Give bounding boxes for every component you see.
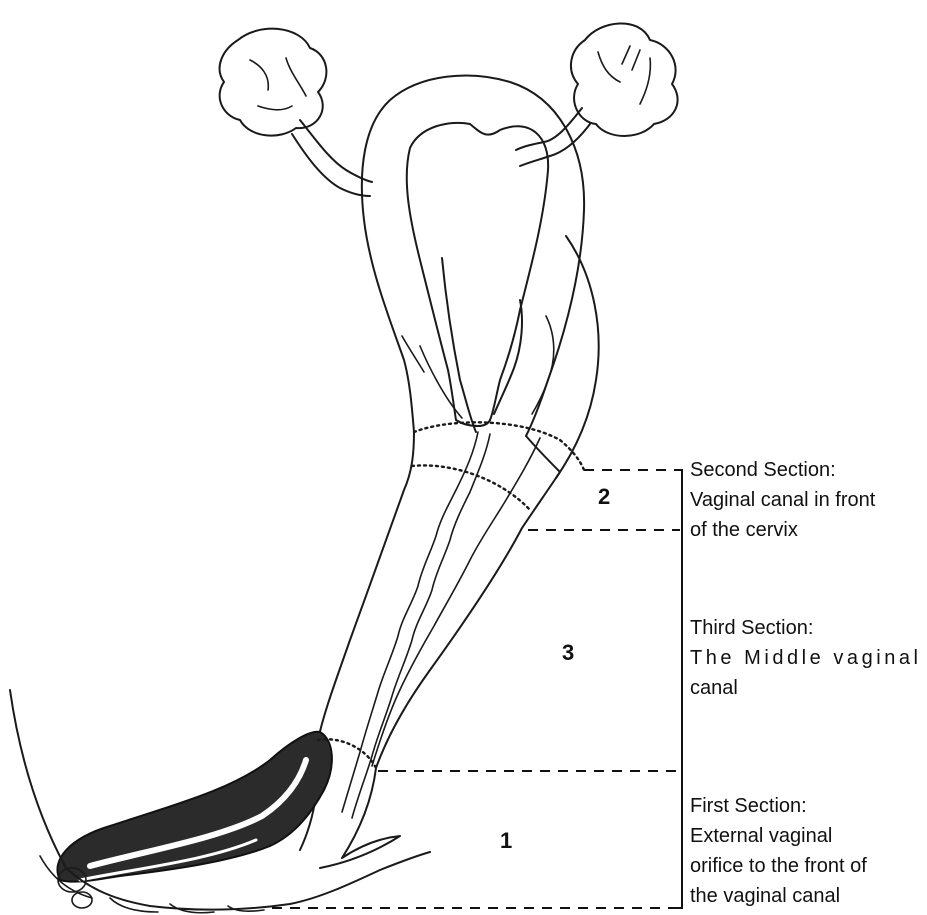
anatomy-illustration [10,23,678,912]
right-ovary [571,23,678,136]
section-number-1: 1 [500,828,512,853]
first-section-line-1: External vaginal [690,825,832,847]
vaginal-canal-left-wall [318,432,414,740]
uterine-cavity [407,123,548,420]
second-section-line-1: Vaginal canal in front [690,489,876,511]
third-section-line-1: The Middle vaginal [690,647,918,669]
third-section-line-2: canal [690,677,738,699]
uterus-outline [362,76,584,436]
third-section-label: Third Section: The Middle vaginal canal [690,617,918,699]
left-fallopian-tube [292,120,372,196]
second-section-line-2: of the cervix [690,519,798,541]
second-section-title: Second Section: [690,459,836,481]
section-number-3: 3 [562,640,574,665]
left-ovary [220,29,327,136]
first-section-title: First Section: [690,795,807,817]
second-section-label: Second Section: Vaginal canal in front o… [690,459,876,541]
vaginal-rugae [342,432,478,812]
first-section-label: First Section: External vaginal orifice … [690,795,867,907]
section-number-2: 2 [598,484,610,509]
third-section-title: Third Section: [690,617,813,639]
first-section-line-2: orifice to the front of [690,855,867,877]
vaginal-canal-right-wall [376,436,560,768]
boundary-arc-upper [414,422,584,470]
section-bracket [676,470,682,908]
first-section-line-3: the vaginal canal [690,885,840,907]
